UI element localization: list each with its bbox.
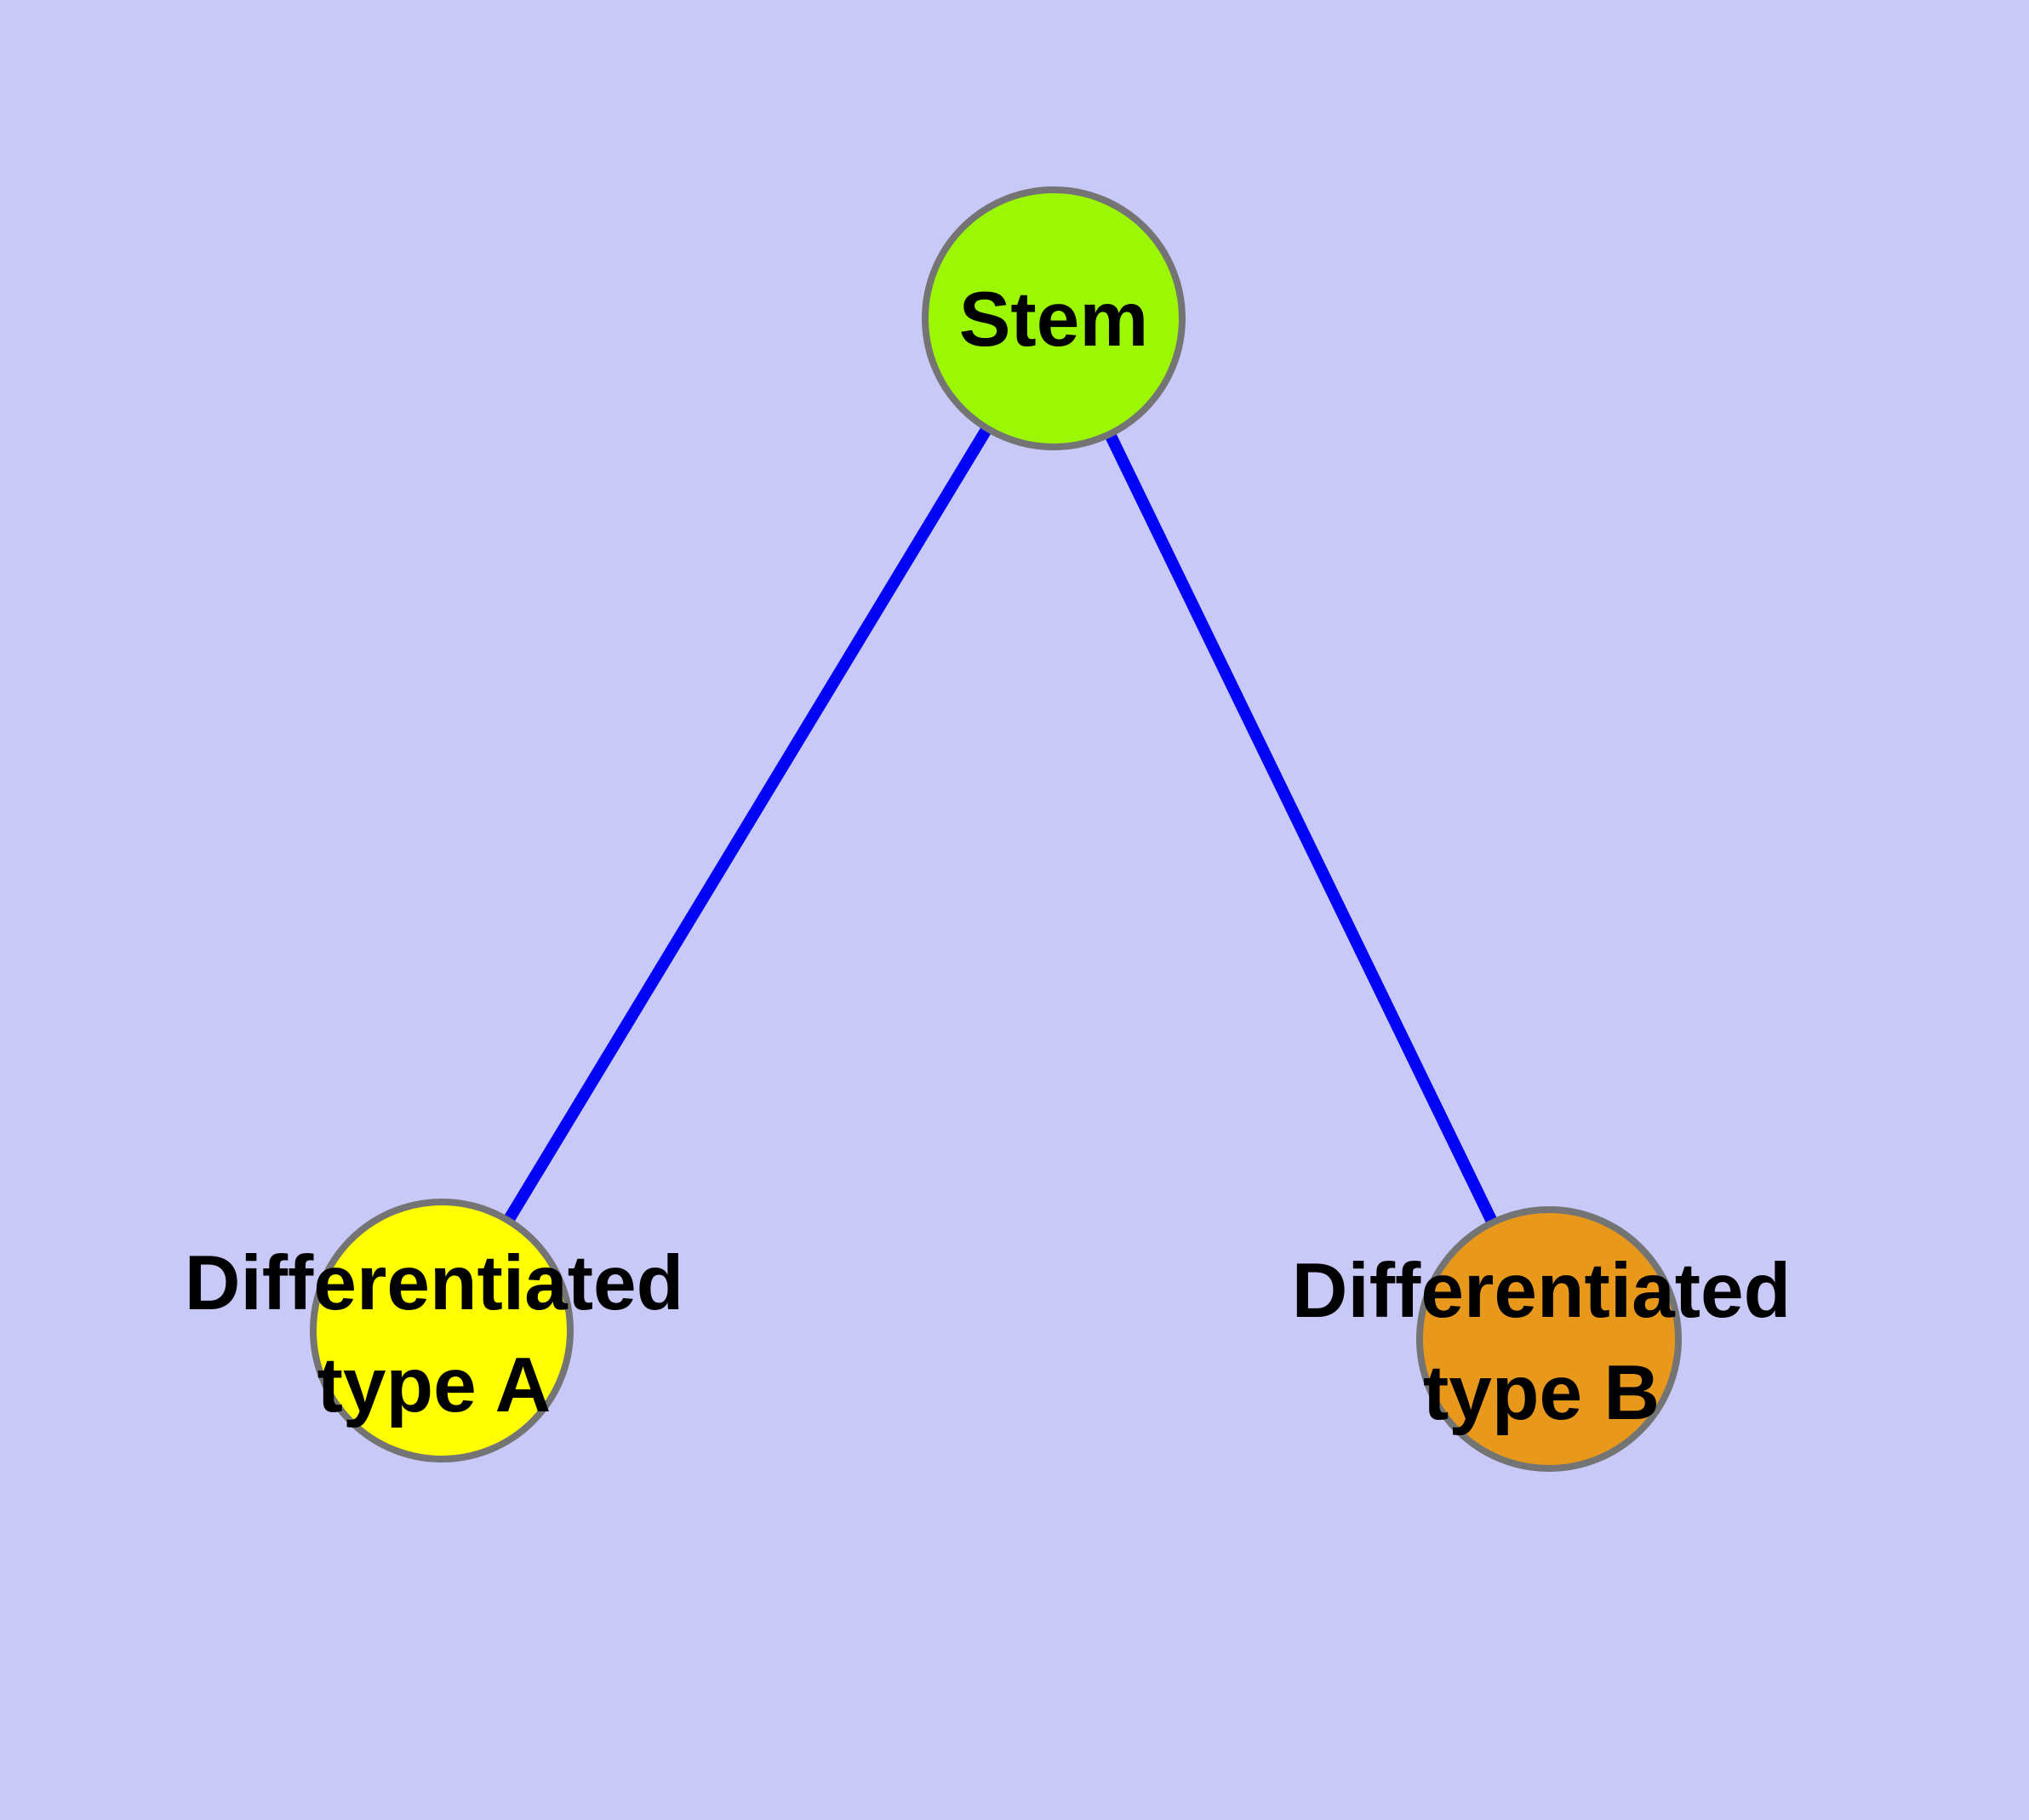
edge-stem-to-type-a bbox=[437, 315, 1059, 1334]
type-a-node-label-line1: Differentiated bbox=[184, 1240, 684, 1326]
type-b-node-label-line2: type B bbox=[1422, 1350, 1660, 1436]
type-b-node-label-line1: Differentiated bbox=[1291, 1248, 1792, 1334]
type-a-node-circle bbox=[310, 1199, 574, 1462]
type-b-node-label: Differentiated type B bbox=[1292, 1240, 1792, 1445]
type-a-node-label-line2: type A bbox=[317, 1342, 552, 1428]
stem-node-circle bbox=[922, 186, 1186, 450]
stem-node-label: Stem bbox=[959, 269, 1149, 371]
stem-node-label-text: Stem bbox=[958, 277, 1149, 363]
edge-stem-to-type-b bbox=[1048, 315, 1555, 1342]
type-b-node-circle bbox=[1416, 1206, 1682, 1472]
type-a-node-label: Differentiated type A bbox=[185, 1233, 684, 1437]
